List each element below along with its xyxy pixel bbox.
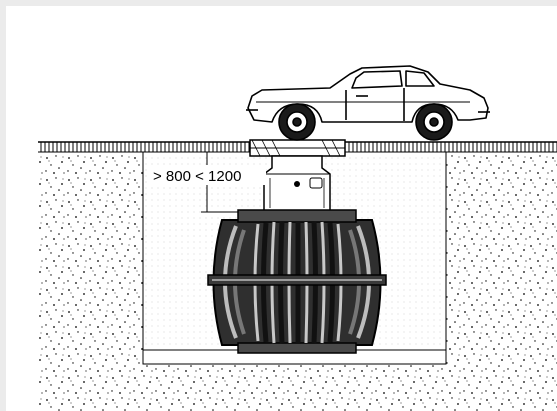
car-wheel-front — [278, 103, 316, 141]
access-shaft — [263, 155, 331, 213]
car-wheel-rear — [415, 103, 453, 141]
load-cover — [249, 139, 346, 157]
underground-tank-icon — [207, 209, 387, 354]
depth-dimension: > 800 < 1200 — [150, 151, 266, 213]
car-icon — [246, 65, 490, 141]
depth-label: > 800 < 1200 — [153, 168, 241, 185]
